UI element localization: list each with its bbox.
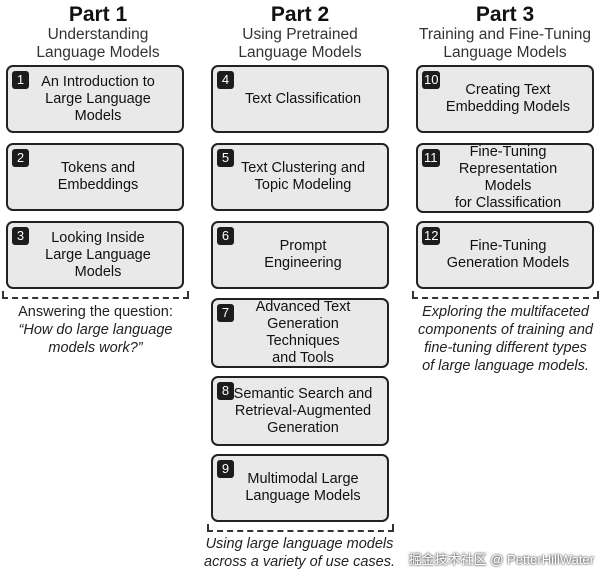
chapter-12-card: 12 Fine-Tuning Generation Models <box>416 221 594 289</box>
chapter-8-card: 8 Semantic Search and Retrieval-Augmente… <box>211 376 389 446</box>
part-2-note-text: Using large language models across a var… <box>204 536 395 570</box>
part-1-subtitle: Understanding Language Models <box>36 26 160 61</box>
chapter-number: 1 <box>12 71 29 89</box>
chapter-3-card: 3 Looking Inside Large Language Models <box>6 221 184 289</box>
chapter-9-card: 9 Multimodal Large Language Models <box>211 454 389 522</box>
chapter-number: 11 <box>422 149 440 167</box>
watermark: 掘金技术社区 @ PetterHillWater <box>408 552 594 567</box>
chapter-title: Tokens and Embeddings <box>57 160 139 193</box>
chapter-2-card: 2 Tokens and Embeddings <box>6 143 184 211</box>
chapter-title: Fine-Tuning Generation Models <box>446 238 570 271</box>
chapter-5-card: 5 Text Clustering and Topic Modeling <box>211 143 389 211</box>
chapter-title: Fine-Tuning Representation Models for Cl… <box>454 144 562 211</box>
part-2-bracket <box>207 524 394 532</box>
chapter-number: 12 <box>422 227 441 245</box>
chapter-number: 9 <box>217 460 234 478</box>
chapter-title: Creating Text Embedding Models <box>445 82 571 115</box>
part-1-note-lead: Answering the question: <box>18 304 173 320</box>
part-3-note-text: Exploring the multifaceted components of… <box>418 304 593 374</box>
part-2-subtitle: Using Pretrained Language Models <box>238 26 362 61</box>
part-2-header: Part 2 Using Pretrained Language Models <box>210 4 390 62</box>
chapter-title: Text Clustering and Topic Modeling <box>240 160 366 193</box>
chapter-number: 4 <box>217 71 234 89</box>
chapter-number: 7 <box>217 304 234 322</box>
chapter-number: 6 <box>217 227 234 245</box>
part-1-note: Answering the question: “How do large la… <box>2 303 189 357</box>
chapter-number: 2 <box>12 149 29 167</box>
chapter-1-card: 1 An Introduction to Large Language Mode… <box>6 65 184 133</box>
chapter-title: Looking Inside Large Language Models <box>45 229 151 280</box>
chapter-7-card: 7 Advanced Text Generation Techniques an… <box>211 298 389 368</box>
part-3-bracket <box>412 291 599 299</box>
chapter-title: Multimodal Large Language Models <box>245 471 361 504</box>
chapter-title: An Introduction to Large Language Models <box>41 73 155 124</box>
chapter-title: Prompt Engineering <box>264 238 342 271</box>
chapter-number: 5 <box>217 149 234 167</box>
chapter-6-card: 6 Prompt Engineering <box>211 221 389 289</box>
part-1-bracket <box>2 291 189 299</box>
chapter-title: Advanced Text Generation Techniques and … <box>255 299 351 366</box>
part-3-header: Part 3 Training and Fine-Tuning Language… <box>405 4 600 62</box>
chapter-number: 8 <box>217 382 234 400</box>
chapter-number: 10 <box>422 71 441 89</box>
chapter-10-card: 10 Creating Text Embedding Models <box>416 65 594 133</box>
chapter-11-card: 11 Fine-Tuning Representation Models for… <box>416 143 594 213</box>
part-1-note-question: “How do large language models work?” <box>18 322 173 356</box>
part-2-note: Using large language models across a var… <box>197 535 402 571</box>
part-1-header: Part 1 Understanding Language Models <box>8 4 188 62</box>
part-1-title: Part 1 <box>68 3 128 26</box>
part-3-title: Part 3 <box>475 3 535 26</box>
chapter-number: 3 <box>12 227 29 245</box>
chapter-title: Text Classification <box>244 90 362 107</box>
part-2-title: Part 2 <box>270 3 330 26</box>
part-3-subtitle: Training and Fine-Tuning Language Models <box>418 26 592 61</box>
chapter-4-card: 4 Text Classification <box>211 65 389 133</box>
part-3-note: Exploring the multifaceted components of… <box>408 303 600 375</box>
chapter-title: Semantic Search and Retrieval-Augmented … <box>233 385 373 436</box>
